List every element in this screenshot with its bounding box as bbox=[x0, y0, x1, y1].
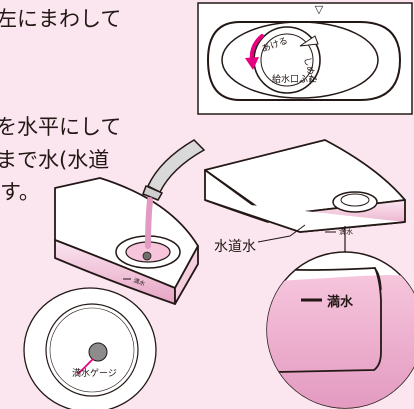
instruction-line-3: まで水(水道 bbox=[0, 148, 110, 172]
tank-full-mark-small: 満水 bbox=[339, 227, 353, 236]
water-stream bbox=[145, 197, 153, 249]
full-level-zoom bbox=[266, 251, 414, 409]
instruction-line-2: を水平にして bbox=[0, 115, 122, 139]
svg-text:満水: 満水 bbox=[132, 276, 146, 288]
tank-right bbox=[204, 139, 406, 233]
triangle-marker-icon: ▽ bbox=[315, 3, 324, 16]
gauge-zoom bbox=[23, 287, 157, 409]
gauge-label: 満水ゲージ bbox=[72, 367, 117, 379]
tap-water-label: 水道水 bbox=[214, 239, 256, 255]
instruction-line-1: 左にまわして bbox=[0, 7, 122, 31]
cap-label-fill-port: 給水口ふた bbox=[272, 73, 317, 85]
cap-detail-box: ▽ bbox=[197, 2, 413, 115]
faucet-icon bbox=[142, 139, 206, 201]
instruction-line-4: す。 bbox=[0, 180, 40, 204]
full-level-label-large: 満水 bbox=[327, 294, 354, 310]
